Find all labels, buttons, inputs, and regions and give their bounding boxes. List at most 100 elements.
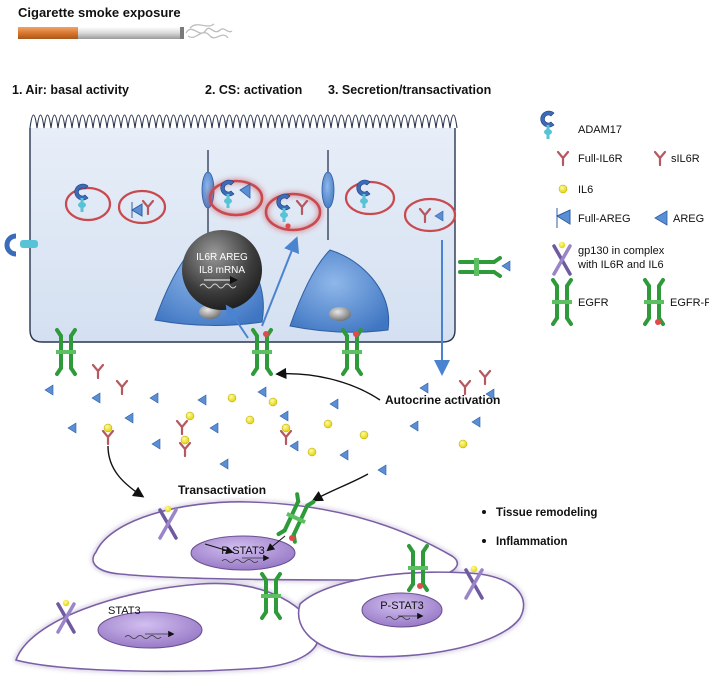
il6-icon: [245, 415, 255, 425]
activation-arrow: [225, 304, 249, 339]
areg-icon: [279, 410, 289, 422]
cilia: [29, 114, 458, 129]
nucleus-label-2: IL8 mRNA: [199, 265, 245, 276]
areg-icon: [289, 440, 299, 452]
sil6r-icon: [653, 150, 667, 167]
phospho-dot: [417, 583, 423, 589]
il6r-complex-icon: [101, 429, 115, 446]
il6-icon: [185, 411, 195, 421]
vesicle-activated: [208, 179, 264, 217]
sil6r-icon: [175, 419, 189, 436]
basal-cell-right: [289, 249, 390, 333]
vesicle: [64, 186, 112, 222]
autocrine-arrow: [275, 367, 381, 401]
areg-icon: [377, 464, 387, 476]
legend-egfr-p: EGFR-P: [670, 297, 709, 309]
areg-icon: [339, 449, 349, 461]
stage-title-cs: 2. CS: activation: [205, 83, 302, 97]
areg-icon: [409, 420, 419, 432]
il6-icon: [268, 397, 278, 407]
areg-icon: [197, 394, 207, 406]
extracellular-ligands: [44, 363, 495, 476]
areg-icon: [149, 392, 159, 404]
signal-arrow: [266, 535, 286, 552]
il6-icon: [458, 439, 468, 449]
transactivation-label: Transactivation: [178, 483, 266, 497]
phospho-dot: [263, 331, 269, 337]
legend-areg: AREG: [673, 213, 704, 225]
egfr-horizontal-icon: [458, 256, 511, 278]
cell-junction: [321, 171, 335, 209]
outcome-inflammation: Inflammation: [496, 536, 568, 548]
phospho-dot: [289, 535, 295, 541]
sil6r-icon: [478, 369, 492, 386]
stat3-nucleus: [97, 611, 203, 649]
areg-icon: [44, 384, 54, 396]
legend-full-areg: Full-AREG: [578, 213, 631, 225]
outcomes-list: Tissue remodeling Inflammation: [482, 507, 597, 548]
vesicle-activated: [264, 192, 322, 232]
full-areg-icon: [239, 183, 251, 199]
outcome-tissue-remodeling: Tissue remodeling: [496, 507, 597, 519]
autocrine-label: Autocrine activation: [385, 393, 500, 407]
egfr-p-icon: [642, 278, 666, 326]
transactivation-arrow: [107, 445, 145, 498]
legend-gp130-1: gp130 in complex: [578, 245, 665, 257]
il6-icon: [103, 423, 113, 433]
signal-arrow: [204, 543, 234, 555]
cigarette-icon: [18, 23, 233, 39]
il6r-complex-icon: [279, 429, 293, 446]
pstat3-label-2: P-STAT3: [380, 600, 424, 612]
sil6r-icon: [115, 379, 129, 396]
basal-nucleus: [329, 307, 351, 321]
gp130-icon: [552, 240, 572, 276]
header-title: Cigarette smoke exposure: [18, 5, 181, 20]
areg-icon: [329, 398, 339, 410]
legend-full-il6r: Full-IL6R: [578, 153, 623, 165]
areg-icon: [209, 422, 219, 434]
areg-icon: [257, 386, 267, 398]
legend-gp130-2: with IL6R and IL6: [577, 259, 664, 271]
phospho-dot: [353, 331, 359, 337]
adam17-icon: [540, 110, 555, 140]
il6-icon: [180, 435, 190, 445]
fibroblasts: [14, 501, 525, 673]
il6-icon: [359, 430, 369, 440]
activation-arrow: [261, 236, 300, 327]
areg-icon: [91, 392, 101, 404]
il6-icon: [281, 423, 291, 433]
il6-icon: [227, 393, 237, 403]
epithelium: [29, 114, 458, 343]
nucleus-label-1: IL6R AREG: [196, 252, 248, 263]
phospho-dot: [655, 319, 661, 325]
egfr-icon: [550, 278, 574, 326]
full-il6r-icon: [556, 150, 570, 167]
il6-icon: [323, 419, 333, 429]
transactivation-arrow: [311, 473, 369, 502]
nucleus-mrna: IL6R AREG IL8 mRNA: [182, 230, 262, 310]
legend-adam17: ADAM17: [578, 124, 622, 136]
vesicle: [403, 197, 457, 233]
il6-icon: [307, 447, 317, 457]
legend-il6: IL6: [578, 184, 593, 196]
areg-icon: [471, 416, 481, 428]
stat3-label: STAT3: [108, 605, 141, 617]
vesicle: [117, 189, 167, 225]
il6r-complex-icon: [178, 441, 192, 458]
legend-sil6r: sIL6R: [671, 153, 700, 165]
stage-title-air: 1. Air: basal activity: [12, 83, 129, 97]
vesicles: [64, 179, 457, 233]
areg-icon: [67, 422, 77, 434]
legend-egfr: EGFR: [578, 297, 609, 309]
sil6r-icon: [91, 363, 105, 380]
stage-title-secretion: 3. Secretion/transactivation: [328, 83, 491, 97]
il6-icon: [558, 184, 568, 194]
areg-icon: [654, 210, 668, 226]
areg-icon: [151, 438, 161, 450]
areg-icon: [124, 412, 134, 424]
areg-icon: [219, 458, 229, 470]
areg-icon: [419, 382, 429, 394]
full-areg-icon: [131, 202, 143, 218]
phospho-dot: [285, 223, 291, 229]
